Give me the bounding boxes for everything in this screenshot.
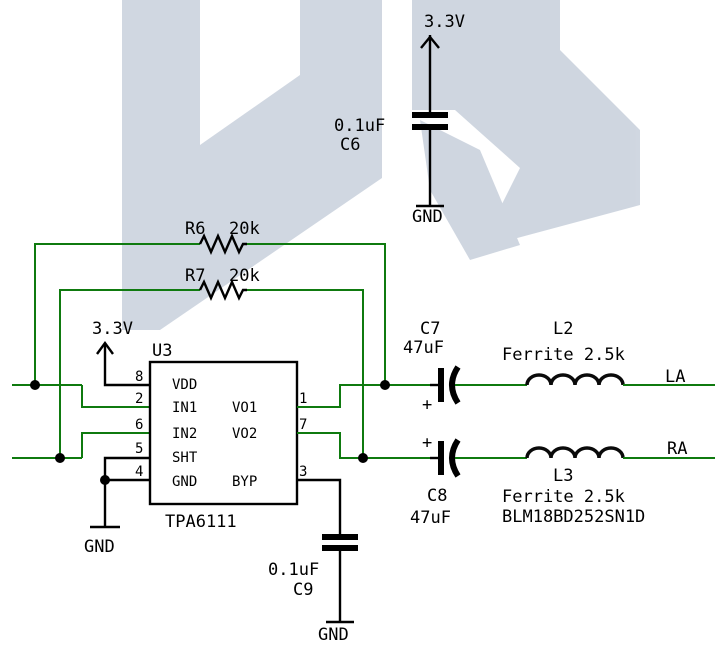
u3-amplifier: U3 TPA6111 3.3V 8 VDD 2 IN1 6 IN2 5 SHT … [84, 319, 430, 557]
c7-value: 47uF [403, 338, 444, 358]
c9-value: 0.1uF [268, 560, 319, 580]
l3-part: BLM18BD252SN1D [502, 507, 645, 527]
u3-ref: U3 [152, 341, 172, 361]
c9-gnd-label: GND [318, 625, 349, 645]
c7-polarity: + [422, 395, 432, 415]
l2-ref: L2 [553, 319, 573, 339]
pin-num-vo2: 7 [299, 417, 307, 433]
c6-value: 0.1uF [334, 116, 385, 136]
junction-dot [380, 380, 390, 390]
power-arrow-icon [96, 340, 114, 355]
pin-num-in1: 2 [135, 391, 143, 407]
c8-polarity: + [422, 433, 432, 453]
pin-name-byp: BYP [232, 474, 257, 490]
pin-num-sht: 5 [135, 441, 143, 457]
r6-resistor [198, 233, 247, 255]
ra-net-label: RA [667, 439, 687, 459]
pin-num-vdd: 8 [135, 369, 143, 385]
r6-value: 20k [229, 219, 260, 239]
pin-num-vo1: 1 [299, 391, 307, 407]
u3-gnd-label: GND [84, 537, 115, 557]
c7-ref: C7 [420, 319, 440, 339]
pin-name-vdd: VDD [172, 377, 197, 393]
pin-name-in1: IN1 [172, 400, 197, 416]
l3-value: Ferrite 2.5k [502, 487, 625, 507]
byp-pin-wire [297, 478, 342, 534]
r6-left-wire [34, 243, 200, 385]
c6-ref: C6 [340, 135, 360, 155]
r6-ref: R6 [185, 219, 205, 239]
la-net-label: LA [665, 367, 685, 387]
in2-wire [81, 432, 150, 458]
r7-ref: R7 [185, 266, 205, 286]
in1-wire [81, 385, 150, 408]
pin-name-sht: SHT [172, 450, 198, 466]
l3-ref: L3 [553, 466, 573, 486]
pin-num-gnd: 4 [135, 464, 143, 480]
junction-dot [30, 380, 40, 390]
power-label-top: 3.3V [424, 12, 465, 32]
output-la: + C7 47uF L2 Ferrite 2.5k LA [403, 319, 715, 415]
junction-dot [100, 475, 110, 485]
c7-curved-plate [449, 365, 461, 405]
c9-ref: C9 [293, 580, 313, 600]
u3-power-label: 3.3V [92, 319, 133, 339]
watermark-logo [122, 0, 640, 330]
c8-ref: C8 [427, 486, 447, 506]
feedback-network: R6 20k R7 20k [34, 219, 386, 458]
pin-name-in2: IN2 [172, 426, 197, 442]
r7-resistor [198, 279, 247, 301]
c8-value: 47uF [410, 508, 451, 528]
r7-value: 20k [229, 266, 260, 286]
u3-part: TPA6111 [165, 512, 237, 532]
junction-dot [55, 453, 65, 463]
pin-name-vo1: VO1 [232, 400, 257, 416]
r7-right-wire [247, 289, 364, 458]
c6-gnd-label: GND [412, 207, 443, 227]
r7-left-wire [59, 289, 200, 458]
pin-name-gnd: GND [172, 474, 197, 490]
r6-right-wire [247, 243, 386, 385]
sht-pin-wire [103, 456, 150, 480]
junction-dot [358, 453, 368, 463]
l3-inductor-icon [525, 446, 625, 459]
power-arrow-icon [420, 35, 440, 49]
input-nets [12, 380, 150, 463]
vdd-pin-wire [103, 343, 150, 387]
output-ra: + C8 47uF L3 Ferrite 2.5k BLM18BD252SN1D… [410, 433, 715, 528]
pin-name-vo2: VO2 [232, 426, 257, 442]
pin-num-byp: 3 [299, 464, 307, 480]
vo2-wire [297, 432, 430, 459]
c9-bypass: 0.1uF C9 GND [268, 534, 358, 645]
pin-num-in2: 6 [135, 417, 143, 433]
c6-decoupling: 3.3V 0.1uF C6 GND [334, 12, 465, 227]
l2-inductor-icon [525, 373, 625, 386]
c8-curved-plate [449, 438, 461, 478]
l2-value: Ferrite 2.5k [502, 345, 625, 365]
